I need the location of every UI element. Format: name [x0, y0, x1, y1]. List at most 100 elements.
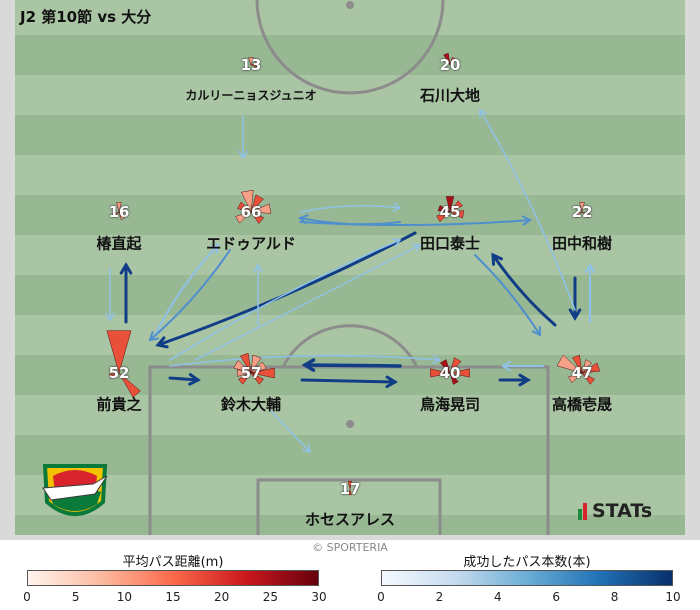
pitch-stripe — [15, 515, 685, 535]
pass-arrow-head — [411, 243, 422, 253]
pass-direction-wedge — [237, 369, 252, 377]
pass-direction-wedge — [572, 354, 583, 374]
pass-direction-wedge — [108, 372, 120, 379]
pass-direction-wedge — [430, 368, 451, 378]
player-number: 13 — [240, 56, 262, 74]
player-number: 16 — [108, 203, 130, 221]
pass-arrow-head — [531, 325, 542, 337]
player-number: 22 — [571, 203, 593, 221]
pass-direction-wedge — [240, 189, 254, 213]
pass-direction-wedge — [250, 367, 275, 379]
pitch-stripe — [15, 75, 685, 115]
pass-direction-wedge — [348, 488, 352, 496]
player-name: 田口泰士 — [419, 234, 481, 253]
match-title: J2 第10節 vs 大分 — [20, 8, 152, 26]
pass-direction-wedge — [250, 211, 265, 225]
player-number: 17 — [339, 480, 361, 498]
pass-arrow — [169, 239, 401, 361]
legend-tick-label: 2 — [435, 590, 444, 604]
player-name: 鳥海晃司 — [419, 395, 481, 414]
stats-brand-label: STATs — [592, 500, 653, 522]
pass-arrow-head — [491, 252, 503, 266]
pass-arrow — [300, 378, 397, 384]
player-name: 前貴之 — [96, 395, 142, 414]
pass-direction-wedge — [449, 210, 465, 219]
pass-arrow-head — [479, 108, 488, 119]
player-name: 石川大地 — [419, 86, 481, 105]
pass-arrow — [156, 231, 417, 347]
pass-direction-wedge — [581, 362, 601, 374]
pass-direction-wedge — [250, 354, 262, 374]
pass-direction-wedge — [579, 202, 585, 213]
pass-arrow — [299, 219, 531, 227]
pitch-stripe — [15, 195, 685, 235]
pass-arrow-head — [518, 373, 531, 387]
player-number: 52 — [108, 364, 130, 382]
pass-arrow — [299, 205, 401, 213]
pass-arrow — [154, 244, 219, 336]
pass-direction-wedge — [116, 202, 122, 213]
pass-direction-wedge — [449, 200, 463, 213]
pass-arrow — [303, 363, 402, 368]
legend-tick-label: 30 — [311, 590, 327, 604]
legend-tick-label: 6 — [552, 590, 561, 604]
pass-direction-wedge — [240, 352, 252, 374]
pass-arrow-head — [238, 150, 248, 160]
legend-tick-label: 25 — [262, 590, 278, 604]
legend-tick-label: 10 — [665, 590, 681, 604]
pass-arrow-head — [105, 312, 115, 322]
pass-arrow-head — [391, 238, 402, 247]
pass-direction-wedge — [439, 359, 451, 374]
player-number: 40 — [439, 364, 461, 382]
copyright-credit: © SPORTERIA — [312, 541, 388, 554]
pass-direction-wedge — [250, 62, 257, 68]
pass-direction-wedge — [250, 361, 267, 374]
pass-direction-wedge — [449, 357, 462, 374]
legend-tick-label: 20 — [214, 590, 230, 604]
pass-arrow — [491, 253, 557, 327]
pass-direction-wedge — [581, 372, 595, 385]
pitch-stripe — [15, 115, 685, 155]
player-number: 47 — [571, 364, 593, 382]
pass-direction-wedge — [238, 372, 252, 385]
pitch-stripe — [15, 395, 685, 435]
legend-tick-label: 4 — [493, 590, 502, 604]
pass-direction-wedge — [556, 354, 583, 374]
pass-direction-wedge — [437, 204, 451, 213]
pass-direction-wedge — [449, 372, 459, 385]
pass-arrow — [149, 249, 231, 341]
pass-arrow-head — [209, 243, 220, 254]
count-legend-title: 成功したパス本数(本) — [463, 555, 591, 570]
pass-direction-wedge — [250, 372, 264, 385]
pass-direction-wedge — [235, 211, 252, 224]
pass-direction-wedge — [573, 211, 583, 218]
pass-direction-wedge — [581, 211, 591, 218]
pass-arrow — [169, 354, 441, 367]
player-name: ホセスアレス — [304, 510, 396, 529]
stats-logo-icon — [578, 503, 587, 520]
pass-direction-wedge — [248, 57, 254, 66]
player-name: 椿直起 — [96, 234, 142, 253]
pass-direction-wedge — [237, 201, 252, 213]
pass-direction-wedge — [449, 368, 470, 378]
player-number: 20 — [439, 56, 461, 74]
pass-arrow-head — [148, 331, 160, 342]
pass-direction-wedge — [445, 196, 455, 213]
pass-arrow-head — [188, 373, 201, 386]
pass-arrow — [474, 254, 541, 336]
legend-tick-label: 15 — [165, 590, 181, 604]
pass-arrow — [194, 244, 421, 361]
legend-tick-label: 0 — [377, 590, 385, 604]
pass-arrow-head — [584, 263, 596, 273]
pass-direction-wedge — [568, 372, 583, 384]
pass-arrow-head — [432, 354, 442, 365]
player-name: 高橋壱晟 — [551, 395, 613, 414]
pass-arrow-head — [119, 262, 133, 275]
pass-direction-wedge — [250, 203, 272, 214]
distance-colorbar — [27, 570, 319, 586]
pitch-stripe — [15, 35, 685, 75]
pass-direction-wedge — [106, 330, 132, 374]
player-number: 45 — [439, 203, 461, 221]
pass-arrow-head — [301, 358, 316, 372]
pass-arrow-head — [253, 263, 263, 273]
